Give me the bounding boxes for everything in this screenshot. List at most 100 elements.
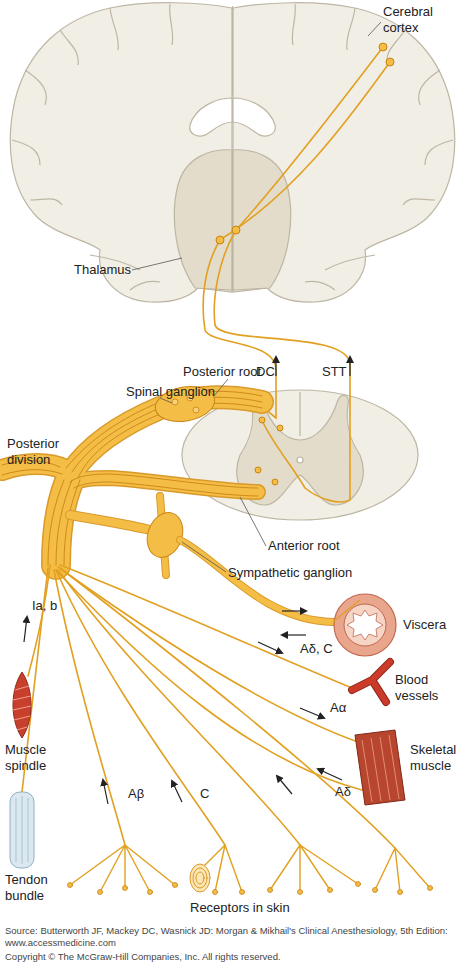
skin-receptor	[148, 890, 153, 895]
nerve-fiber	[60, 568, 395, 848]
leader-line	[182, 542, 226, 572]
skeletal-muscle	[355, 730, 405, 805]
neuron-cell-body	[379, 43, 387, 51]
spinal-cord	[297, 457, 303, 463]
ascending-pathway	[203, 47, 390, 502]
nerve-fiber	[58, 570, 300, 845]
skeletal-muscle	[362, 735, 399, 802]
skin-receptor	[98, 890, 103, 895]
nerve-fiber	[56, 570, 225, 845]
neuron-cell-body	[277, 425, 283, 431]
skin-receptor	[268, 888, 273, 893]
direction-arrow	[282, 634, 306, 635]
direction-arrow	[24, 617, 27, 642]
skin-receptor	[68, 882, 433, 895]
organ-label: Receptors in skin	[190, 900, 290, 916]
spinal-nerve	[2, 391, 262, 565]
direction-arrow	[258, 642, 282, 653]
brain-hemisphere	[233, 150, 291, 290]
blood-vessel	[352, 662, 390, 702]
fiber-label: Aα	[330, 700, 346, 716]
skin-receptor	[190, 864, 210, 892]
organ-label: Skeletal muscle	[410, 742, 465, 773]
tendon-bundle	[16, 796, 28, 864]
neuron-cell-body	[259, 417, 265, 423]
skin-receptor	[68, 883, 73, 888]
spinal-nerve	[2, 391, 262, 565]
brain-section	[232, 6, 233, 290]
viscera-section	[333, 600, 360, 622]
ascending-pathway	[220, 62, 390, 240]
copyright-note: Copyright © The McGraw-Hill Companies, I…	[5, 951, 281, 963]
nerve-fiber	[22, 565, 395, 848]
neuron-cell-body	[216, 236, 224, 244]
skin-receptor	[68, 845, 433, 895]
blood-vessel	[352, 662, 390, 702]
viscera-section	[333, 594, 396, 656]
part-label: Spinal ganglion	[126, 384, 215, 400]
brain-hemisphere	[292, 4, 453, 290]
muscle-spindle	[13, 672, 31, 738]
tract-label: STT	[322, 364, 347, 380]
neuron-cell-body	[255, 467, 261, 473]
brain-hemisphere	[174, 150, 232, 290]
neuron-cell-body	[216, 43, 394, 485]
muscle-spindle	[13, 686, 31, 730]
skin-receptor	[298, 890, 303, 895]
direction-arrow	[318, 769, 342, 780]
direction-arrow	[103, 780, 108, 804]
direction-arrow	[172, 781, 182, 802]
brain-part-label: Cerebral cortex	[383, 4, 445, 35]
sympathetic-ganglion	[70, 515, 150, 530]
neuron-cell-body	[272, 479, 278, 485]
brain-hemisphere	[12, 4, 173, 290]
viscera-section	[334, 594, 396, 656]
fiber-label: Ia, b	[32, 598, 57, 614]
skin-receptor	[70, 845, 175, 892]
tendon-bundle	[10, 792, 34, 868]
part-label: Sympathetic ganglion	[228, 565, 352, 581]
skin-receptor	[190, 864, 210, 892]
spinal-cord	[299, 392, 300, 436]
spinal-nerve	[70, 474, 258, 488]
spinal-nerve	[2, 470, 62, 475]
skin-receptor	[193, 868, 207, 888]
skin-receptor	[328, 888, 333, 893]
direction-arrow	[277, 776, 292, 794]
neuron-cell-body	[232, 226, 240, 234]
source-note: Source: Butterworth JF, Mackey DC, Wasni…	[5, 925, 460, 949]
leader-line	[132, 22, 381, 572]
skin-receptor	[428, 886, 433, 891]
brain-hemisphere	[233, 3, 455, 302]
leader-line	[214, 379, 228, 396]
tendon-bundle	[10, 792, 34, 868]
organ-label: Tendon bundle	[5, 872, 63, 903]
spinal-ganglion	[193, 407, 199, 413]
skin-receptor	[398, 890, 403, 895]
spinal-nerve	[64, 480, 80, 565]
leader-line	[132, 258, 182, 270]
organ-label: Viscera	[403, 617, 446, 633]
nerve-fiber	[58, 567, 358, 742]
spinal-ganglion	[172, 399, 178, 405]
organ-label: Muscle spindle	[5, 742, 63, 773]
fiber-label: Aδ	[335, 784, 351, 800]
blood-vessel	[352, 662, 390, 702]
fiber-label: C	[200, 786, 209, 802]
leader-line	[240, 497, 266, 546]
viscera-section	[347, 610, 383, 640]
spinal-cord	[182, 390, 418, 520]
brain-hemisphere	[10, 3, 232, 302]
ascending-pathway	[236, 47, 383, 230]
organ-label: Blood vessels	[395, 672, 457, 703]
direction-arrow	[282, 610, 306, 611]
skin-receptor	[213, 890, 218, 895]
brain-section	[10, 3, 454, 302]
brain-hemisphere	[233, 98, 275, 136]
spinal-nerve	[74, 482, 258, 496]
leader-line	[368, 22, 381, 36]
part-label: Posterior division	[7, 436, 79, 467]
pathway-arrow	[349, 357, 350, 376]
part-label: Posterior root	[183, 364, 261, 380]
